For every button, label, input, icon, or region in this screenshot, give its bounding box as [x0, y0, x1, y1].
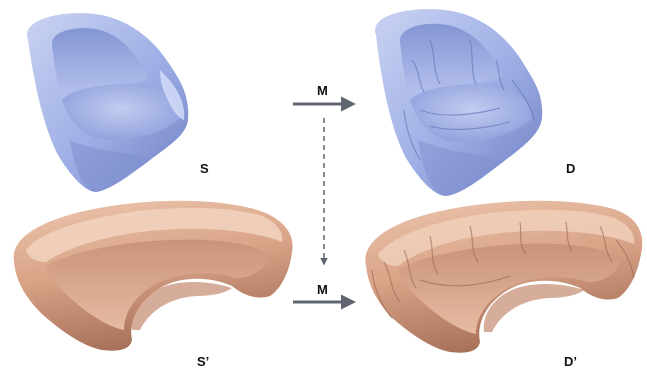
label-d-prime: D’ [564, 354, 577, 369]
deformed-chair-model [375, 9, 542, 196]
label-s: S [200, 161, 209, 176]
source-sofa-model [14, 201, 293, 351]
label-s-prime: S’ [197, 354, 209, 369]
label-arrow-bottom-m: M [317, 282, 328, 297]
label-d: D [566, 161, 575, 176]
label-arrow-top-m: M [317, 83, 328, 98]
deformed-sofa-model [365, 201, 642, 353]
source-chair-model [27, 13, 188, 192]
